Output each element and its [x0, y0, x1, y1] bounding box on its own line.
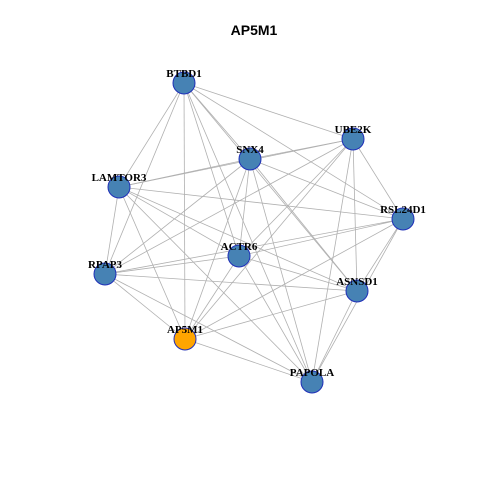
node-label-papola: PAPOLA — [290, 367, 334, 379]
node-label-btbd1: BTBD1 — [166, 68, 201, 80]
edge-actr6-rpap3 — [104, 255, 240, 275]
node-label-lamtor3: LAMTOR3 — [92, 172, 147, 184]
edge-actr6-asnsd1 — [238, 255, 358, 292]
edge-snx4-ap5m1 — [184, 158, 251, 340]
edge-rpap3-asnsd1 — [104, 273, 358, 292]
edge-btbd1-lamtor3 — [118, 82, 185, 188]
node-label-ube2k: UBE2K — [335, 124, 372, 136]
edge-btbd1-actr6 — [183, 82, 240, 257]
edge-snx4-papola — [249, 158, 313, 383]
edge-asnsd1-papola — [311, 290, 358, 383]
node-label-snx4: SNX4 — [236, 144, 264, 156]
edge-lamtor3-papola — [118, 186, 313, 383]
edge-lamtor3-actr6 — [118, 186, 240, 257]
node-lamtor3[interactable] — [107, 175, 131, 199]
edge-btbd1-papola — [183, 82, 313, 383]
edge-rpap3-papola — [104, 273, 313, 383]
edge-ube2k-asnsd1 — [352, 138, 358, 292]
edge-lamtor3-rsl24d1 — [118, 186, 404, 220]
edge-snx4-lamtor3 — [118, 158, 251, 188]
node-actr6[interactable] — [227, 244, 251, 268]
edge-actr6-papola — [238, 255, 313, 383]
node-ube2k[interactable] — [341, 127, 365, 151]
node-layer — [93, 71, 415, 394]
edge-ube2k-rpap3 — [104, 138, 354, 275]
edge-rsl24d1-actr6 — [238, 218, 404, 257]
edge-lamtor3-asnsd1 — [118, 186, 358, 292]
edge-lamtor3-rpap3 — [104, 186, 120, 275]
edge-ap5m1-papola — [184, 338, 313, 383]
edge-rpap3-ap5m1 — [104, 273, 186, 340]
node-label-actr6: ACTR6 — [221, 241, 258, 253]
edge-snx4-rpap3 — [104, 158, 251, 275]
edge-snx4-asnsd1 — [249, 158, 358, 292]
edge-actr6-ap5m1 — [184, 255, 240, 340]
node-asnsd1[interactable] — [345, 279, 369, 303]
edge-ube2k-ap5m1 — [184, 138, 354, 340]
node-rpap3[interactable] — [93, 262, 117, 286]
node-label-rsl24d1: RSL24D1 — [380, 204, 426, 216]
node-ap5m1[interactable] — [173, 327, 197, 351]
node-papola[interactable] — [300, 370, 324, 394]
edge-rsl24d1-rpap3 — [104, 218, 404, 275]
diagram-title: AP5M1 — [231, 22, 278, 38]
edge-ube2k-rsl24d1 — [352, 138, 404, 220]
edge-ube2k-actr6 — [238, 138, 354, 257]
node-btbd1[interactable] — [172, 71, 196, 95]
node-label-ap5m1: AP5M1 — [167, 324, 203, 336]
node-rsl24d1[interactable] — [391, 207, 415, 231]
edge-lamtor3-ap5m1 — [118, 186, 186, 340]
edge-layer — [104, 82, 404, 383]
edge-btbd1-rpap3 — [104, 82, 185, 275]
edge-rsl24d1-ap5m1 — [184, 218, 404, 340]
node-label-rpap3: RPAP3 — [88, 259, 123, 271]
edge-asnsd1-ap5m1 — [184, 290, 358, 340]
edge-rsl24d1-asnsd1 — [356, 218, 404, 292]
edge-snx4-rsl24d1 — [249, 158, 404, 220]
edge-btbd1-asnsd1 — [183, 82, 358, 292]
node-label-asnsd1: ASNSD1 — [336, 276, 378, 288]
edge-btbd1-ube2k — [183, 82, 354, 140]
node-snx4[interactable] — [238, 147, 262, 171]
